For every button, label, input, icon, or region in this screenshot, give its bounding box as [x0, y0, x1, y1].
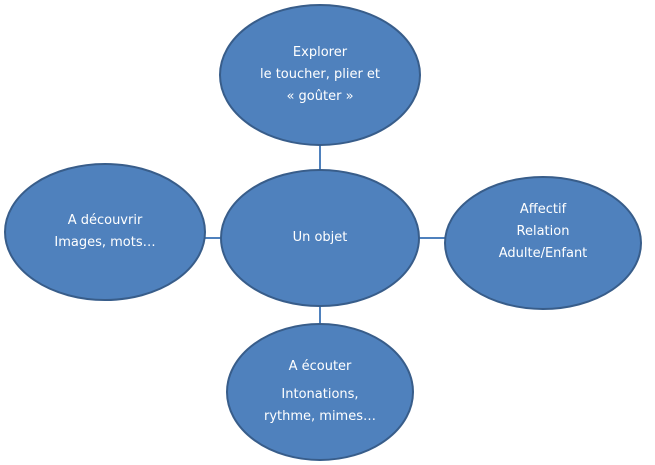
node-center-ellipse — [220, 169, 420, 307]
node-right-ellipse — [444, 176, 642, 310]
node-top-ellipse — [219, 4, 421, 146]
node-left-ellipse — [4, 163, 206, 301]
node-bottom-ellipse — [226, 323, 414, 461]
